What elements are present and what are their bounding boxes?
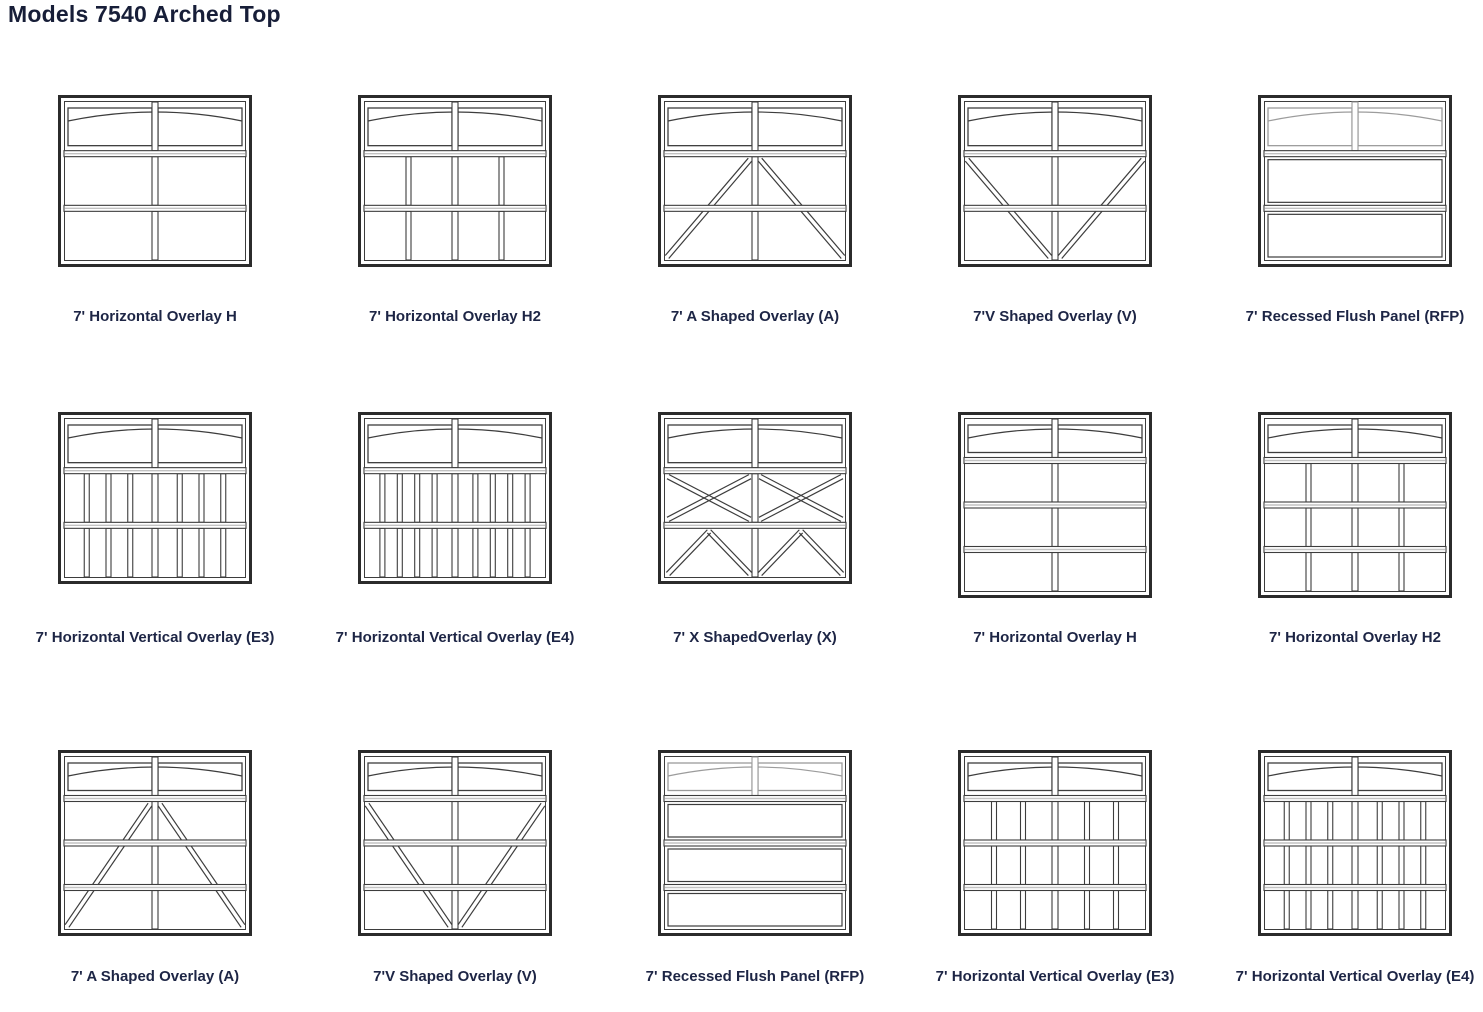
door-label: 7' Horizontal Vertical Overlay (E4) (1235, 968, 1475, 985)
door-card: 7' Horizontal Overlay H2 (1205, 412, 1483, 742)
door-diagram (658, 412, 852, 584)
door-card: 7' X ShapedOverlay (X) (605, 412, 905, 742)
door-card: 7' Recessed Flush Panel (RFP) (1205, 95, 1483, 395)
door-label: 7' X ShapedOverlay (X) (673, 629, 837, 646)
door-card: 7' Horizontal Overlay H2 (305, 95, 605, 395)
door-diagram (58, 412, 252, 584)
door-card: 7'V Shaped Overlay (V) (305, 750, 605, 1012)
door-diagram (958, 750, 1152, 936)
door-diagram (1258, 750, 1452, 936)
door-grid-row-3: 7' A Shaped Overlay (A) 7'V Shaped Overl… (5, 750, 1483, 1012)
door-label: 7' Horizontal Overlay H (973, 629, 1137, 646)
door-label: 7' A Shaped Overlay (A) (670, 308, 840, 325)
door-diagram (58, 95, 252, 267)
door-card: 7' Horizontal Vertical Overlay (E4) (1205, 750, 1483, 1012)
door-card: 7' Horizontal Overlay H (5, 95, 305, 395)
door-label: 7' Horizontal Vertical Overlay (E3) (35, 629, 275, 646)
door-diagram (958, 412, 1152, 598)
door-label: 7' Horizontal Overlay H (73, 308, 237, 325)
door-diagram (658, 95, 852, 267)
door-card: 7' Horizontal Overlay H (905, 412, 1205, 742)
door-label: 7' Horizontal Vertical Overlay (E4) (335, 629, 575, 646)
door-card: 7' Recessed Flush Panel (RFP) (605, 750, 905, 1012)
door-label: 7' Recessed Flush Panel (RFP) (1245, 308, 1465, 325)
door-label: 7' Horizontal Vertical Overlay (E3) (935, 968, 1175, 985)
door-card: 7' A Shaped Overlay (A) (5, 750, 305, 1012)
door-label: 7'V Shaped Overlay (V) (373, 968, 537, 985)
door-diagram (358, 750, 552, 936)
door-diagram (58, 750, 252, 936)
door-diagram (658, 750, 852, 936)
door-label: 7' Horizontal Overlay H2 (369, 308, 541, 325)
door-diagram (358, 412, 552, 584)
door-card: 7' Horizontal Vertical Overlay (E3) (905, 750, 1205, 1012)
door-card: 7' A Shaped Overlay (A) (605, 95, 905, 395)
door-grid-row-2: 7' Horizontal Vertical Overlay (E3) 7' H… (5, 412, 1483, 742)
door-card: 7' Horizontal Vertical Overlay (E4) (305, 412, 605, 742)
door-grid-row-1: 7' Horizontal Overlay H 7' Horizontal Ov… (5, 95, 1483, 395)
door-card: 7'V Shaped Overlay (V) (905, 95, 1205, 395)
door-label: 7' A Shaped Overlay (A) (70, 968, 240, 985)
door-label: 7' Horizontal Overlay H2 (1269, 629, 1441, 646)
door-diagram (358, 95, 552, 267)
door-label: 7'V Shaped Overlay (V) (973, 308, 1137, 325)
door-diagram (1258, 412, 1452, 598)
door-card: 7' Horizontal Vertical Overlay (E3) (5, 412, 305, 742)
door-label: 7' Recessed Flush Panel (RFP) (645, 968, 865, 985)
door-diagram (1258, 95, 1452, 267)
page-title: Models 7540 Arched Top (8, 1, 281, 27)
door-diagram (958, 95, 1152, 267)
